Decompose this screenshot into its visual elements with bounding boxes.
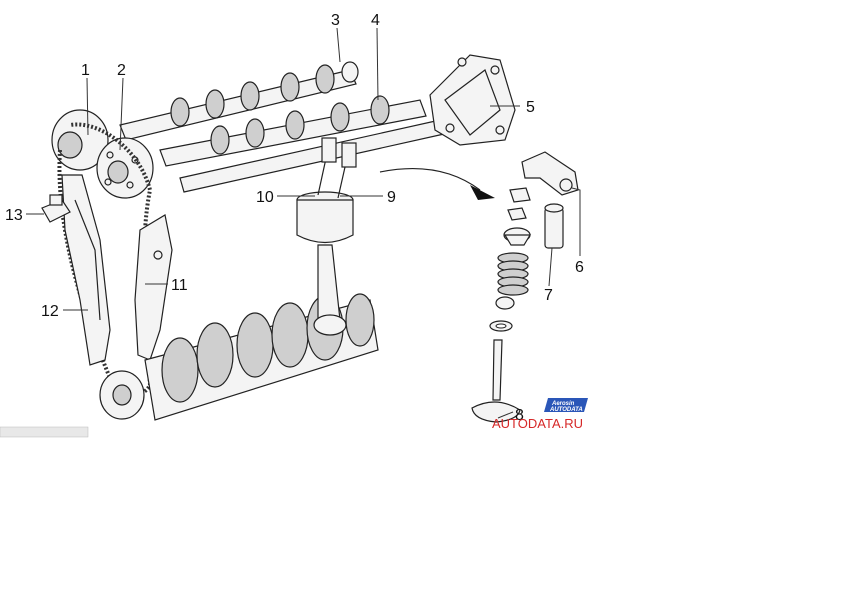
spring-seat (489, 320, 513, 332)
camshaft-housing (429, 54, 516, 146)
leader-lines (26, 27, 581, 419)
callout-4: 4 (371, 12, 380, 29)
left-edge-mark (0, 426, 89, 438)
valve-spring (497, 252, 529, 296)
callout-10: 10 (256, 189, 274, 206)
camshaft-sprocket-1 (51, 109, 109, 171)
callout-6: 6 (575, 259, 584, 276)
callout-11: 11 (171, 277, 188, 294)
callout-12: 12 (41, 303, 59, 320)
camshaft-front (159, 95, 445, 193)
logo-line-1: Aerosin (551, 401, 575, 407)
valve-keepers (507, 187, 531, 221)
watermark: AUTODATA.RU (492, 416, 583, 431)
rocker-arm-6 (521, 151, 579, 196)
valve-8 (471, 339, 521, 423)
spring-retainer (503, 227, 532, 246)
arrow-head (470, 185, 495, 200)
camshaft-rear (119, 61, 359, 141)
hydraulic-lifter-7 (544, 203, 564, 249)
crankshaft (144, 293, 379, 421)
callout-8: 8 (515, 407, 524, 424)
callout-5: 5 (526, 99, 535, 116)
chain-guide-11 (134, 214, 173, 361)
callout-2: 2 (117, 62, 126, 79)
detail-arrow (379, 167, 481, 191)
valves-9-10 (317, 137, 357, 199)
callout-1: 1 (81, 62, 90, 79)
piston-assembly (296, 191, 354, 336)
valve-stem-seal (495, 296, 515, 310)
chain-guide-12 (61, 174, 111, 366)
crankshaft-sprocket (99, 370, 145, 420)
autodata-logo: Aerosin AUTODATA (544, 398, 588, 413)
callout-7: 7 (544, 287, 553, 304)
logo-line-2: AUTODATA (549, 407, 583, 413)
chain-tensioner-13 (41, 194, 71, 223)
callout-3: 3 (331, 12, 340, 29)
camshaft-sprocket-2 (96, 137, 154, 199)
callout-13: 13 (5, 207, 23, 224)
callout-9: 9 (387, 189, 396, 206)
